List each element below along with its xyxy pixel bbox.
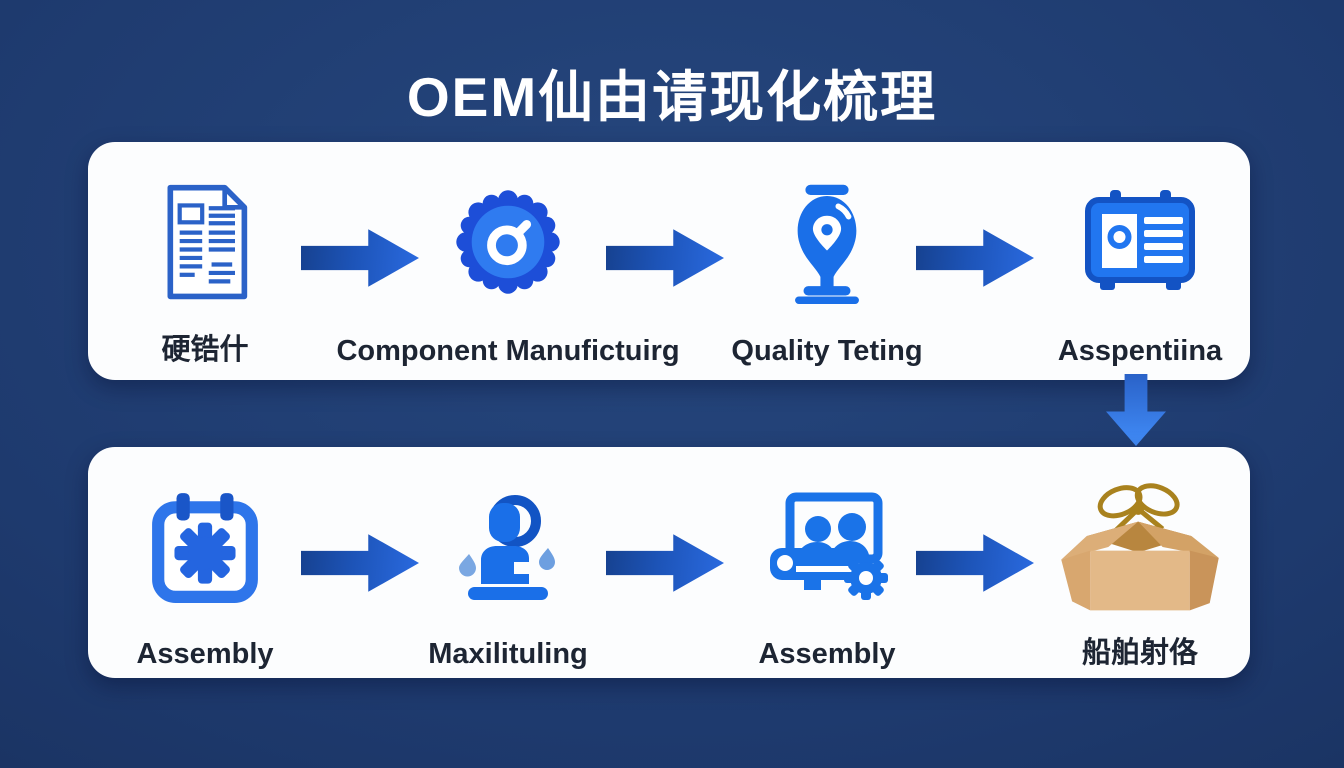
- arrow-right-icon: [606, 534, 724, 592]
- step-spec-document: 硬锆什: [90, 178, 320, 368]
- step-quality-testing: Quality Teting: [712, 178, 942, 368]
- package-box-icon: [1054, 483, 1226, 611]
- step-label: Component Manufictuirg: [336, 335, 680, 367]
- step-label: 硬锆什: [161, 334, 249, 366]
- step-label: Assembly: [136, 638, 274, 670]
- bottom-process-panel: Assembly Maxilituling: [88, 447, 1250, 678]
- document-icon: [153, 178, 257, 306]
- step-label: Maxilituling: [428, 638, 588, 670]
- person-drops-icon: [452, 483, 564, 611]
- seal-badge-icon: [453, 178, 563, 306]
- step-inspection-panel: Asspentiina: [1025, 178, 1255, 368]
- calendar-gear-icon: [149, 483, 261, 611]
- step-assembly-schedule: Assembly: [90, 483, 320, 671]
- step-team-assembly: Assembly: [712, 483, 942, 671]
- machine-card-icon: [1080, 178, 1200, 306]
- step-label: Asspentiina: [1057, 335, 1223, 367]
- top-process-panel: 硬锆什 Component Man: [88, 142, 1250, 380]
- step-component-manufacturing: Component Manufictuirg: [336, 178, 680, 368]
- step-packaging: 船舶射佫: [1025, 483, 1255, 671]
- page-title: OEM仙由请现化梳理: [406, 66, 938, 128]
- step-label: Assembly: [758, 638, 896, 670]
- arrow-right-icon: [606, 229, 724, 287]
- step-label: Quality Teting: [731, 335, 923, 367]
- arrow-down-icon: [1106, 374, 1166, 446]
- trophy-pin-icon: [779, 178, 875, 306]
- step-label: 船舶射佫: [1081, 637, 1198, 669]
- team-vehicle-gear-icon: [766, 483, 888, 611]
- step-operator: Maxilituling: [393, 483, 623, 671]
